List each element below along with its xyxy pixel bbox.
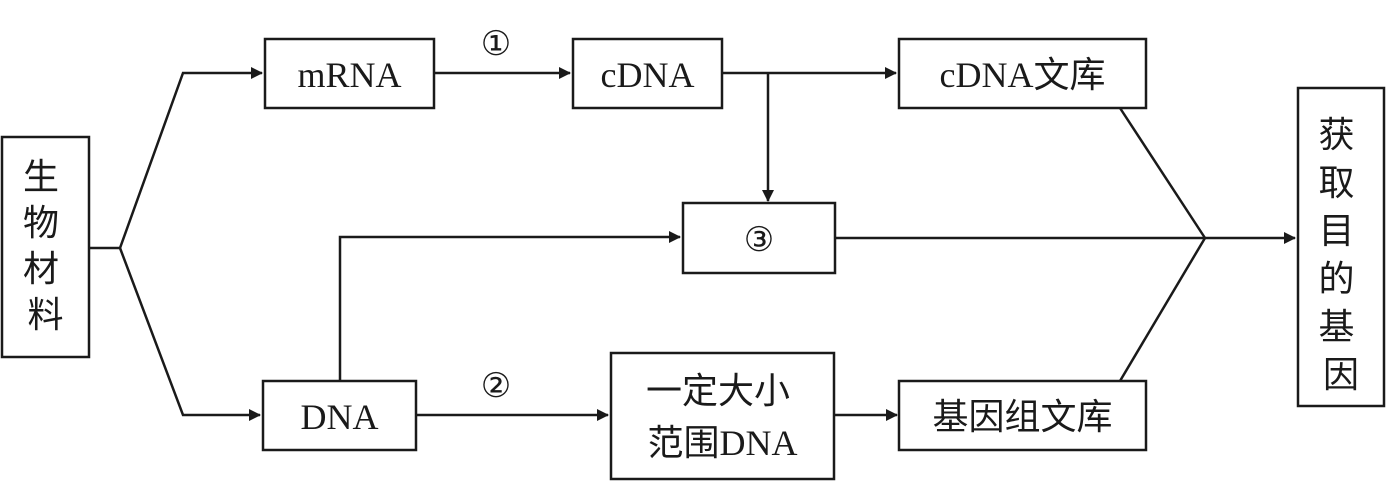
cdna-library-label: cDNA文库 bbox=[940, 55, 1106, 95]
step1-label: ① bbox=[481, 26, 511, 63]
edge-source-to-dna bbox=[118, 247, 261, 421]
edge-dna-to-method3 bbox=[338, 231, 681, 381]
edge-genomic-library-to-target bbox=[1118, 237, 1207, 382]
node-target: 获 取 目 的 基 因 bbox=[1296, 86, 1386, 408]
node-cdna-library: cDNA文库 bbox=[897, 37, 1148, 110]
genomic-library-label: 基因组文库 bbox=[932, 397, 1112, 437]
step2-label: ② bbox=[481, 368, 511, 405]
dna-label: DNA bbox=[301, 397, 379, 437]
mrna-label: mRNA bbox=[297, 55, 401, 95]
node-genomic-library: 基因组文库 bbox=[897, 379, 1148, 452]
node-method3: ③ bbox=[681, 201, 837, 275]
node-source: 生 物 材 料 bbox=[0, 135, 91, 359]
node-dna-fragment: 一定大小 范围DNA bbox=[609, 351, 836, 481]
node-cdna: cDNA bbox=[571, 37, 724, 110]
method3-label: ③ bbox=[744, 222, 774, 259]
cdna-label: cDNA bbox=[601, 55, 695, 95]
edge-source-to-mrna bbox=[90, 67, 263, 250]
node-mrna: mRNA bbox=[263, 37, 436, 110]
source-label: 生 物 材 料 bbox=[23, 157, 68, 335]
target-label: 获 取 目 的 基 因 bbox=[1318, 115, 1363, 395]
connectors bbox=[90, 67, 1296, 421]
fragment-label: 一定大小 范围DNA bbox=[646, 371, 799, 463]
edge-cdna-library-to-target bbox=[1118, 107, 1207, 239]
node-dna: DNA bbox=[261, 379, 418, 452]
